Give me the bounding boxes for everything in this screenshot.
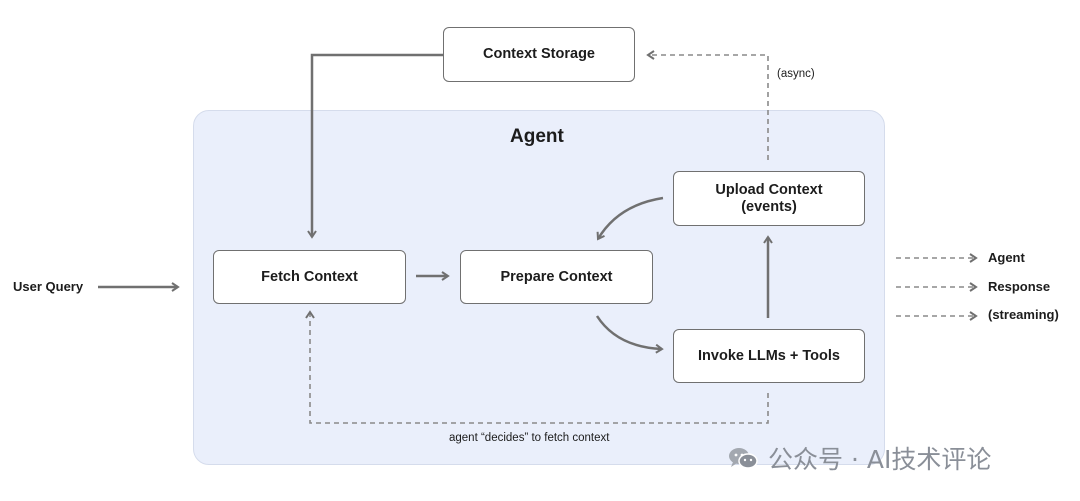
prepare-context-label: Prepare Context — [500, 268, 613, 285]
agent-title: Agent — [510, 126, 564, 147]
fetch-context-label: Fetch Context — [261, 268, 358, 285]
context-storage-label: Context Storage — [483, 46, 595, 62]
watermark-text: 公众号 · AI技术评论 — [768, 445, 992, 474]
async-annotation: (async) — [777, 68, 815, 80]
edge-invoke-to-fetch — [305, 310, 769, 424]
edge-storage-to-fetch — [307, 53, 443, 239]
fetch-context-node: Fetch Context — [213, 250, 406, 304]
watermark: 公众号 · AI技术评论 — [728, 440, 991, 476]
edge-upload-to-prepare — [596, 196, 664, 241]
edge-upload-to-storage — [646, 50, 769, 160]
upload-context-node: Upload Context (events) — [673, 171, 865, 226]
prepare-context-node: Prepare Context — [460, 250, 653, 304]
upload-context-label: Upload Context (events) — [715, 181, 823, 215]
user-query-label: User Query — [13, 279, 84, 294]
output-agent-label: Agent — [988, 250, 1025, 265]
wechat-icon — [728, 446, 758, 470]
context-storage-node: Context Storage — [443, 27, 635, 82]
invoke-label: Invoke LLMs + Tools — [698, 347, 840, 364]
output-streaming-label: (streaming) — [988, 307, 1059, 322]
invoke-node: Invoke LLMs + Tools — [673, 329, 865, 383]
edge-prepare-to-invoke — [595, 315, 664, 354]
output-response-label: Response — [988, 279, 1051, 294]
decides-annotation: agent “decides” to fetch context — [449, 432, 610, 444]
